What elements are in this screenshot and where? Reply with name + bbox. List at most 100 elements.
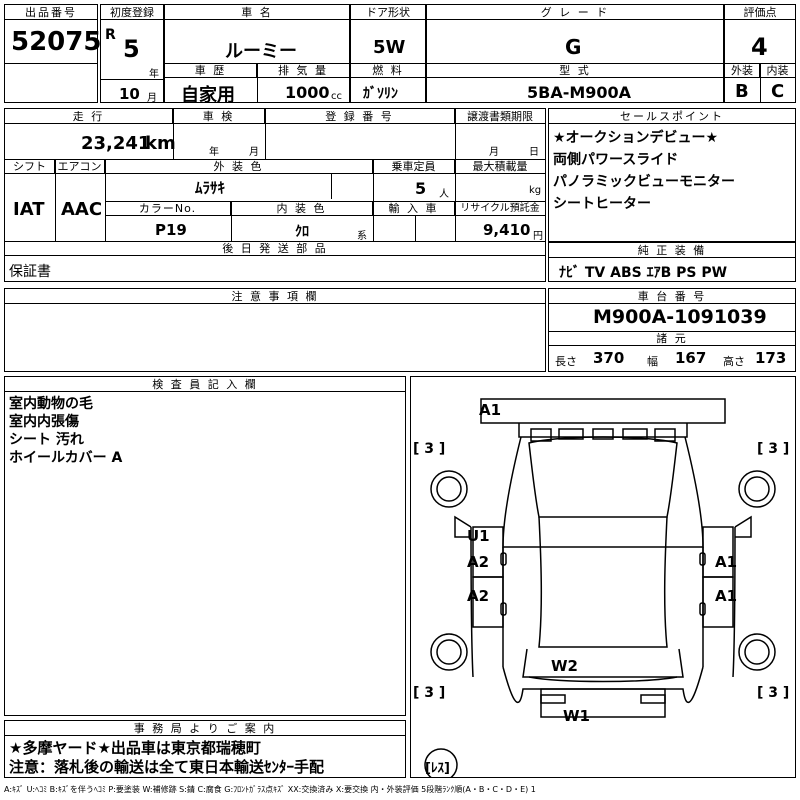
tire-rear-left: [ 3 ] [413,685,446,701]
transfer-label: 譲渡書類期限 [455,109,545,124]
damage-mark: A2 [467,553,490,571]
capacity: 5 [415,179,427,198]
air-conditioner: AAC [61,199,103,220]
maxload-unit: kg [529,185,542,196]
office-line-1: ★多摩ヤード★出品車は東京都瑞穂町 [9,739,261,757]
office-box: 事 務 局 よ り ご 案 内 ★多摩ヤード★出品車は東京都瑞穂町 注意：落札後… [4,720,406,778]
chassis-box: 車 台 番 号 M900A-1091039 諸 元 長さ 370 幅 167 高… [548,288,796,372]
car-name-box: 車 名 ルーミー 車 歴 排 気 量 自家用 1000 cc [164,4,350,106]
rating: 4 [751,33,768,61]
fuel-label: 燃 料 [351,63,425,78]
reg-year: 5 [123,35,140,63]
legend: A:ｷｽﾞ U:ﾍｺﾐ B:ｷｽﾞを伴うﾍｺﾐ P:要塗装 W:補修跡 S:錆 … [4,785,536,794]
damage-mark: W2 [551,657,578,675]
intcolor-suffix: 系 [357,231,367,242]
color-number: P19 [155,221,187,239]
transfer-day-unit: 日 [529,147,539,158]
equipment-box: 純 正 装 備 ﾅﾋﾞ TV ABS ｴｱB PS PW [548,242,796,282]
lot-label: 出品番号 [5,5,97,20]
car-outline-diagram [424,398,776,777]
mileage-label: 走 行 [5,109,173,124]
sales-point-label: セールスポイント [549,109,795,124]
month-unit: 月 [147,93,157,104]
mileage: 23,241 [81,133,151,154]
sales-point-box: セールスポイント ★オークションデビュー★ 両側パワースライド パノラミックビュ… [548,108,796,242]
door-box: ドア形状 5W 燃 料 ｶﾞｿﾘﾝ [350,4,426,103]
model-label: 型 式 [427,63,723,78]
grade-label: グ レ ー ド [427,5,723,20]
damage-diagram-box: A1 U1 A2 A2 A1 A1 W2 W1 [ 3 ] [ 3 ] [ 3 … [410,376,796,778]
exterior-label: 外装 [725,63,760,78]
interior-color: ｸﾛ [295,224,309,240]
year-unit: 年 [149,69,159,80]
capacity-unit: 人 [439,189,449,200]
grade-box: グ レ ー ド G 型 式 5BA-M900A [426,4,724,103]
sales-point-item: ★オークションデビュー★ [553,130,719,146]
later-parts-label: 後 日 発 送 部 品 [5,241,545,256]
shift-label: シフト [5,159,55,174]
door-label: ドア形状 [351,5,425,20]
length-label: 長さ [555,355,577,368]
damage-mark: U1 [467,527,490,545]
width: 167 [675,349,707,367]
office-line-2: 注意：落札後の輸送は全て東日本輸送ｾﾝﾀｰ手配 [9,758,325,776]
equipment-label: 純 正 装 備 [549,243,795,258]
sales-point-item: シートヒーター [553,196,651,212]
rating-label: 評価点 [725,5,795,20]
cc-unit: cc [331,91,342,102]
interior-grade: C [771,81,785,102]
fuel: ｶﾞｿﾘﾝ [363,86,398,102]
transfer-month-unit: 月 [489,147,499,158]
inspector-note: シート 汚れ [9,432,84,448]
damage-mark: W1 [563,707,590,725]
length: 370 [593,349,625,367]
recycle-unit: 円 [533,231,543,242]
height: 173 [755,349,787,367]
shift: IAT [13,199,45,220]
car-name: ルーミー [225,41,297,62]
office-label: 事 務 局 よ り ご 案 内 [5,721,405,736]
recycle-fee: 9,410 [483,221,531,239]
ac-label: エアコン [55,159,105,174]
intcolor-label: 内 装 色 [231,201,373,216]
inspector-note: ホイールカバー A [9,450,123,466]
details-box: 走 行 車 検 登 録 番 号 譲渡書類期限 23,241 km 年 月 月 日… [4,108,546,282]
sales-point-item: パノラミックビューモニター [553,174,735,190]
later-parts: 保証書 [9,264,51,280]
dims-label: 諸 元 [549,331,795,346]
notes-box: 注 意 事 項 欄 [4,288,546,372]
height-label: 高さ [723,355,745,368]
history-label: 車 歴 [165,63,257,78]
grade: G [565,35,582,59]
chassis-label: 車 台 番 号 [549,289,795,304]
spare-tire: [ﾚｽ] [425,761,450,776]
import-label: 輸 入 車 [373,201,455,216]
color-label: 外 装 色 [105,159,373,174]
notes-label: 注 意 事 項 欄 [5,289,545,304]
equipment-list: ﾅﾋﾞ TV ABS ｴｱB PS PW [559,265,728,281]
insp-month-unit: 月 [249,147,259,158]
reg-month: 10 [119,85,140,103]
width-label: 幅 [647,355,658,368]
damage-mark: A1 [715,587,738,605]
tire-front-left: [ 3 ] [413,441,446,457]
displacement-label: 排 気 量 [257,63,349,78]
history: 自家用 [181,85,235,106]
sales-point-item: 両側パワースライド [553,152,679,168]
capacity-label: 乗車定員 [373,159,455,174]
km-unit: km [145,133,176,154]
lot-box: 出品番号 52075 [4,4,102,103]
first-reg-label: 初度登録 [101,5,163,20]
car-name-label: 車 名 [165,5,349,20]
inspector-note: 室内動物の毛 [9,396,93,412]
rating-box: 評価点 4 外装 内装 B C [724,4,796,103]
regno-label: 登 録 番 号 [265,109,455,124]
tire-front-right: [ 3 ] [757,441,790,457]
tire-rear-right: [ 3 ] [757,685,790,701]
lot-number: 52075 [11,27,102,57]
inspection-label: 車 検 [173,109,265,124]
damage-mark: A1 [715,553,738,571]
colorno-label: カラーNo. [105,201,231,216]
model: 5BA-M900A [527,83,632,102]
inspector-box: 検 査 員 記 入 欄 室内動物の毛 室内内張傷 シート 汚れ ホイールカバー … [4,376,406,716]
